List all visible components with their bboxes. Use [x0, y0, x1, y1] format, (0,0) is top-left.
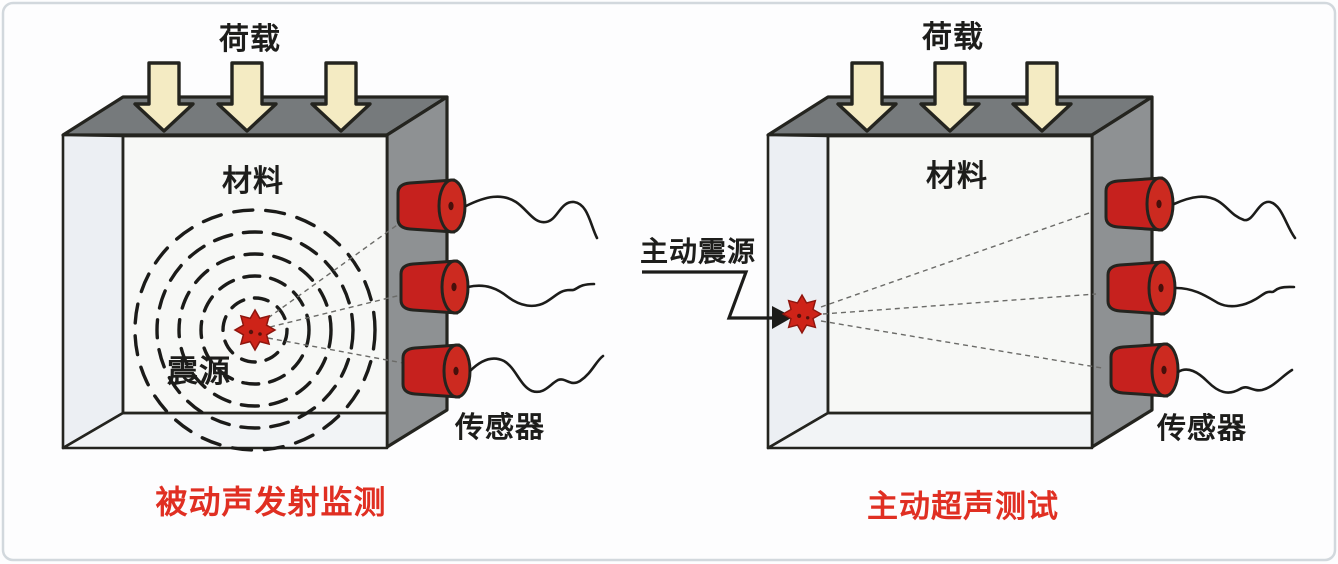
load-arrow-icon: [216, 61, 278, 133]
sensor-icon: [1104, 176, 1175, 232]
pointer-line: [642, 270, 772, 320]
sensor-label: 传感器: [454, 411, 545, 444]
wave-ray: [822, 293, 1097, 315]
source-starburst-icon: [234, 309, 276, 351]
material-label: 材料: [926, 160, 988, 193]
box-front-face: [826, 134, 1094, 415]
sensor-label: 传感器: [1156, 412, 1247, 445]
box-left-face: [61, 133, 125, 450]
sensor-wire: [1172, 195, 1297, 240]
sensor-icon: [396, 178, 467, 234]
sensor-icon: [1109, 342, 1180, 398]
wavefront-circle: [177, 252, 333, 408]
load-arrow-icon: [919, 61, 981, 133]
load-arrow-icon: [133, 61, 195, 133]
source-starburst-icon: [782, 294, 822, 334]
wave-ray: [820, 211, 1093, 308]
load-label: 荷载: [922, 21, 984, 54]
caption: 被动声发射监测: [155, 484, 386, 520]
load-arrow-icon: [1011, 61, 1073, 133]
pointer-arrowhead-icon: [772, 306, 793, 329]
load-label: 荷载: [219, 23, 281, 56]
load-arrow-icon: [836, 61, 898, 133]
passive-diagram: 荷载 材料 震源 传感器 被动声发射监测: [61, 23, 605, 520]
source-label: 震源: [167, 354, 231, 389]
box-left-face: [766, 133, 830, 450]
wavefront-circle: [133, 208, 377, 452]
wavefront-circle: [155, 230, 355, 430]
sensor-icon: [399, 259, 470, 315]
active-source-label: 主动震源: [640, 236, 756, 267]
sensor-wire: [466, 282, 596, 308]
sensor-wire: [464, 195, 599, 240]
active-diagram: 荷载 材料 主动震源 传感器 主动超声测试: [640, 21, 1297, 524]
sensor-icon: [401, 343, 472, 399]
wavefront-circle: [199, 274, 311, 386]
sensor-wire: [1176, 368, 1294, 394]
caption: 主动超声测试: [867, 489, 1059, 524]
box-bottom-face: [766, 411, 1094, 450]
sensor-wire: [468, 354, 605, 394]
load-arrow-icon: [310, 61, 372, 133]
wave-ray: [269, 283, 447, 328]
material-label: 材料: [222, 165, 284, 198]
sensor-icon: [1106, 260, 1177, 316]
wave-ray: [820, 320, 1103, 369]
sensor-wire: [1174, 285, 1296, 308]
wavefront-circle: [221, 296, 289, 364]
